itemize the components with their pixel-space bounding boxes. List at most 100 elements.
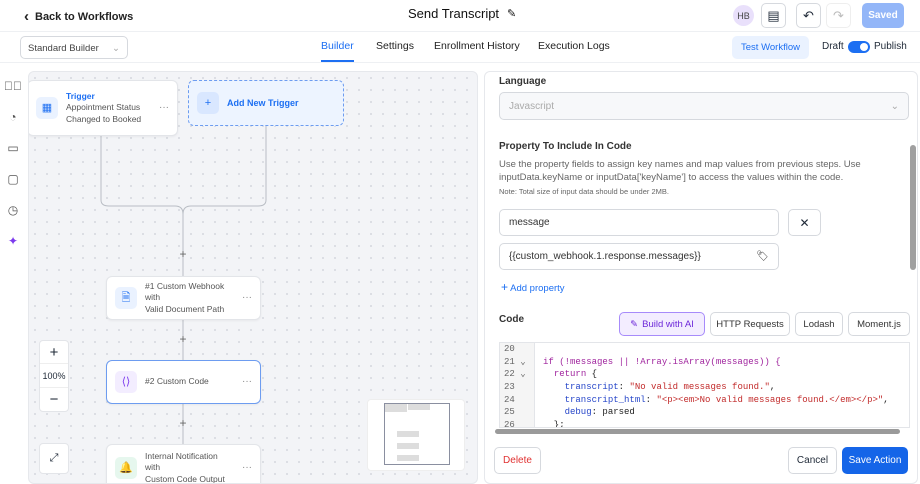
property-key-input[interactable]: message (499, 209, 779, 236)
undo-icon[interactable]: ↶ (796, 3, 821, 28)
code-token: "<p><em>No valid messages found.</em></p… (656, 394, 884, 405)
add-step-plus-icon[interactable]: + (179, 247, 187, 261)
back-label: Back to Workflows (35, 10, 134, 23)
property-value-text: {{custom_webhook.1.response.messages}} (509, 251, 701, 262)
more-icon[interactable]: ··· (242, 462, 252, 474)
language-label: Language (499, 76, 547, 87)
code-line: }; (543, 420, 565, 428)
vertical-scrollbar[interactable] (910, 145, 916, 270)
trigger-label: Trigger (66, 90, 95, 101)
add-step-plus-icon[interactable]: + (179, 332, 187, 346)
step-card-custom-code[interactable]: ⟨⟩ #2 Custom Code ··· (106, 360, 261, 404)
step-line2: Custom Code Output (145, 473, 225, 484)
draft-label: Draft (822, 41, 844, 52)
code-token: debug (564, 407, 592, 418)
publish-toggle[interactable] (848, 41, 870, 53)
code-line: if (!messages || !Array.isArray(messages… (539, 356, 889, 369)
add-trigger-label: Add New Trigger (227, 97, 299, 108)
build-with-ai-button[interactable]: ✎Build with AI (619, 312, 705, 336)
test-workflow-button[interactable]: Test Workflow (732, 36, 809, 59)
workflow-title[interactable]: Send Transcript ✎ (408, 6, 516, 21)
zoom-out-button[interactable]: − (49, 391, 59, 408)
bell-icon: 🔔 (115, 457, 137, 479)
property-note: Note: Total size of input data should be… (499, 187, 669, 196)
calendar-icon: ▦ (36, 97, 58, 119)
tab-settings[interactable]: Settings (376, 40, 414, 52)
add-new-trigger-button[interactable]: + Add New Trigger (188, 80, 344, 126)
step-line1: #1 Custom Webhook with (145, 280, 225, 303)
sparkles-icon[interactable]: ✦ (7, 233, 19, 248)
more-icon[interactable]: ··· (159, 102, 169, 114)
saved-button[interactable]: Saved (862, 3, 904, 28)
line-number: 23 (504, 382, 515, 393)
top-header (0, 0, 920, 32)
code-content: if (!messages || !Array.isArray(messages… (539, 343, 889, 428)
trigger-line2: Changed to Booked (66, 113, 142, 124)
expand-icon: ⤢ (49, 452, 59, 464)
language-select[interactable]: Javascript⌄ (499, 92, 909, 120)
toolbar (0, 32, 920, 63)
more-icon[interactable]: ··· (242, 376, 252, 388)
add-property-label: Add property (510, 283, 565, 294)
remove-property-button[interactable]: ✕ (788, 209, 821, 236)
add-step-plus-icon[interactable]: + (179, 416, 187, 430)
publish-label: Publish (874, 41, 907, 52)
builder-select[interactable]: Standard Builder⌄ (20, 36, 128, 59)
line-number: 26 (504, 420, 515, 428)
add-property-link[interactable]: + Add property (501, 280, 565, 294)
language-value: Javascript (509, 100, 555, 112)
tab-enrollment-history[interactable]: Enrollment History (434, 40, 520, 52)
trigger-line1: Appointment Status (66, 102, 141, 113)
connector-lines (100, 126, 267, 444)
line-number: 22 ⌄ (504, 369, 526, 380)
property-value-input[interactable]: {{custom_webhook.1.response.messages}} 🏷 (499, 243, 779, 270)
fit-view-button[interactable]: ⤢ (39, 443, 69, 474)
close-icon: ✕ (799, 215, 810, 230)
history-icon[interactable]: ◷ (7, 202, 19, 217)
line-number: 24 (504, 394, 515, 405)
avatar[interactable]: HB (733, 5, 754, 26)
momentjs-button[interactable]: Moment.js (848, 312, 910, 336)
lodash-button[interactable]: Lodash (795, 312, 843, 336)
step-line2: Valid Document Path (145, 303, 225, 314)
save-action-button[interactable]: Save Action (842, 447, 908, 474)
version-history-icon[interactable]: ▤ (761, 3, 786, 28)
code-icon: ⟨⟩ (115, 371, 137, 393)
back-to-workflows-link[interactable]: ‹ Back to Workflows (24, 8, 133, 25)
redo-icon[interactable]: ↷ (826, 3, 851, 28)
more-icon[interactable]: ··· (242, 292, 252, 304)
property-description: Use the property fields to assign key na… (499, 159, 861, 184)
delete-button[interactable]: Delete (494, 447, 541, 474)
cancel-button[interactable]: Cancel (788, 447, 837, 474)
code-line: transcript: "No valid messages found.", (564, 382, 776, 393)
zoom-level: 100% (40, 364, 68, 388)
check-circle-icon[interactable]: ✓⃝ (4, 78, 22, 93)
code-token: "No valid messages found." (629, 382, 770, 393)
tab-execution-logs[interactable]: Execution Logs (538, 40, 610, 52)
horizontal-scrollbar[interactable] (495, 429, 900, 434)
tab-builder[interactable]: Builder (321, 40, 354, 62)
zoom-in-button[interactable]: + (40, 341, 68, 364)
wand-icon: ✎ (630, 318, 639, 330)
note-icon[interactable]: ▢ (7, 171, 19, 186)
pencil-icon[interactable]: ✎ (507, 8, 517, 20)
code-line: transcript_html: "<p><em>No valid messag… (564, 394, 889, 405)
step-line1: Internal Notification with (145, 450, 218, 473)
chevron-left-icon: ‹ (24, 8, 29, 25)
http-requests-button[interactable]: HTTP Requests (710, 312, 790, 336)
plus-icon: + (501, 280, 509, 294)
comment-icon[interactable]: ▭ (7, 140, 19, 155)
title-text: Send Transcript (408, 6, 500, 21)
pie-chart-icon[interactable]: ◔ (9, 109, 17, 124)
line-number: 25 (504, 407, 515, 418)
left-sidebar: ✓⃝ ◔ ▭ ▢ ◷ ✦ (0, 70, 26, 256)
minimap[interactable] (367, 399, 465, 471)
tag-icon[interactable]: 🏷 (756, 251, 769, 262)
code-token: { (586, 369, 598, 380)
plus-icon: + (197, 92, 219, 114)
